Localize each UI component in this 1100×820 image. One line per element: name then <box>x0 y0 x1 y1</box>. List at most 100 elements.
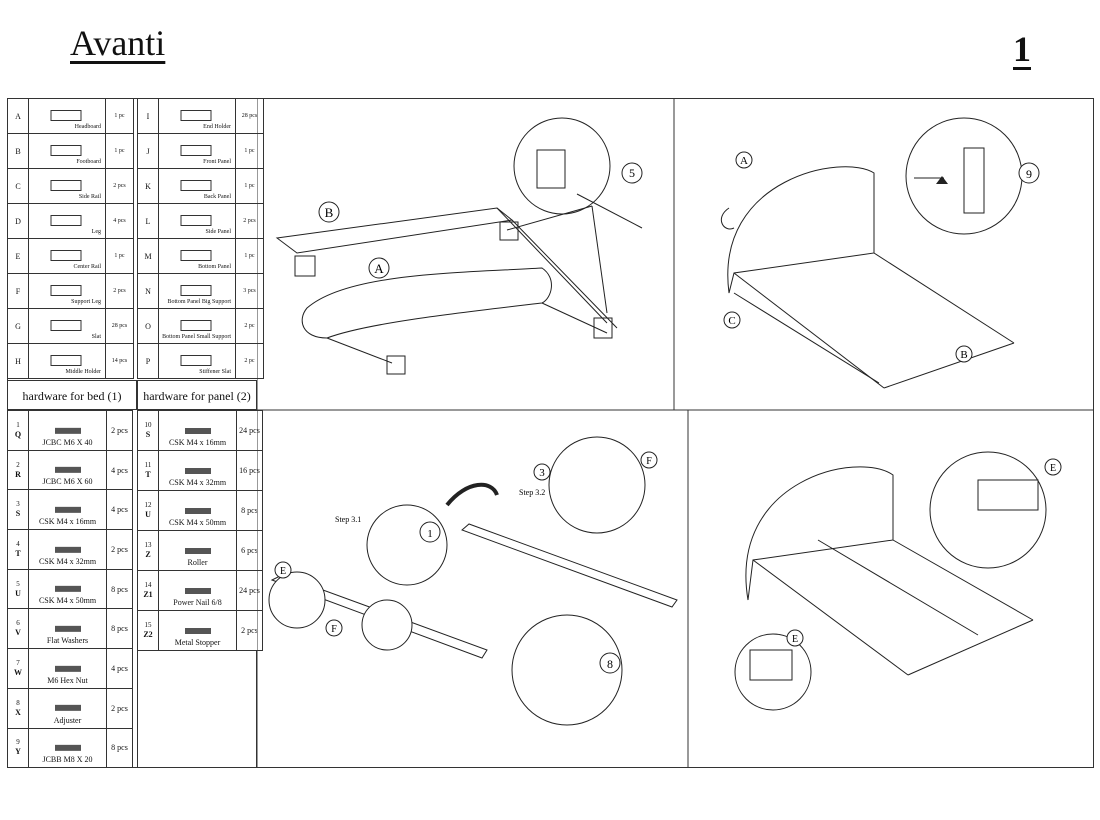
hardware-illustration: CSK M4 x 32mm <box>158 450 237 491</box>
hardware-qty: 4 pcs <box>106 489 133 531</box>
part-illustration: Support Leg <box>28 273 106 309</box>
hardware-qty: 2 pcs <box>236 610 263 651</box>
hardware-icon <box>185 427 211 434</box>
part-illustration: Headboard <box>28 98 106 134</box>
part-illustration: Center Rail <box>28 238 106 274</box>
part-icon <box>180 214 212 226</box>
part-qty: 1 pc <box>105 98 134 134</box>
part-letter: E <box>7 238 29 274</box>
part-letter: F <box>7 273 29 309</box>
hardware-name: CSK M4 x 16mm <box>38 517 97 527</box>
hardware-qty: 2 pcs <box>106 410 133 451</box>
hardware-illustration: JCBB M8 X 20 <box>28 727 107 769</box>
part-letter: L <box>137 203 159 239</box>
hardware-illustration: M6 Hex Nut <box>28 648 107 689</box>
hardware-illustration: Metal Stopper <box>158 610 237 651</box>
callout-5: 5 <box>629 166 635 180</box>
part-letter: M <box>137 238 159 274</box>
part-name: Stiffener Slat <box>199 369 231 375</box>
part-illustration: Leg <box>28 203 106 239</box>
hardware-qty: 8 pcs <box>106 727 133 769</box>
part-illustration: Back Panel <box>158 168 236 204</box>
part-row: A Headboard 1 pc <box>7 98 134 134</box>
parts-table-left: A Headboard 1 pc B Footboard 1 pc C Side… <box>7 98 134 379</box>
part-row: D Leg 4 pcs <box>7 203 134 239</box>
part-row: L Side Panel 2 pcs <box>137 203 264 239</box>
part-letter: H <box>7 343 29 379</box>
hardware-qty: 4 pcs <box>106 449 133 491</box>
part-name: Bottom Panel Small Support <box>162 334 231 340</box>
part-letter: K <box>137 168 159 204</box>
part-name: Support Leg <box>71 299 101 305</box>
hardware-illustration: CSK M4 x 16mm <box>158 410 237 451</box>
hardware-bed-heading: hardware for bed (1) <box>7 380 137 410</box>
hardware-illustration: CSK M4 x 16mm <box>28 489 107 531</box>
part-letter: P <box>137 343 159 379</box>
part-name: Side Panel <box>205 229 232 235</box>
part-row: P Stiffener Slat 2 pc <box>137 343 264 379</box>
part-illustration: Bottom Panel <box>158 238 236 274</box>
part-name: End Holder <box>203 124 231 130</box>
hardware-illustration: JCBC M6 X 40 <box>28 410 107 451</box>
part-letter: I <box>137 98 159 134</box>
hardware-illustration: Roller <box>158 530 237 571</box>
part-letter: N <box>137 273 159 309</box>
hardware-illustration: Flat Washers <box>28 608 107 650</box>
part-name: Middle Holder <box>65 369 102 375</box>
part-row: C Side Rail 2 pcs <box>7 168 134 204</box>
part-letter: B <box>7 133 29 169</box>
part-qty: 3 pcs <box>235 273 264 309</box>
label-b: B <box>960 349 967 361</box>
part-row: H Middle Holder 14 pcs <box>7 343 134 379</box>
callout-3: 3 <box>539 467 545 479</box>
diagram-step-1: 5 B A <box>257 98 674 410</box>
callout-1: 1 <box>427 528 433 540</box>
label-a: A <box>740 155 748 167</box>
part-row: J Front Panel 1 pc <box>137 133 264 169</box>
hardware-qty: 6 pcs <box>236 530 263 571</box>
hardware-icon <box>55 467 81 474</box>
label-e-top: E <box>1050 463 1056 474</box>
part-name: Back Panel <box>203 194 231 200</box>
hardware-name: JCBC M6 X 40 <box>42 437 93 447</box>
hardware-illustration: CSK M4 x 50mm <box>158 490 237 531</box>
hardware-icon <box>55 586 81 593</box>
diagram-step-2: 9 A C B <box>674 98 1094 410</box>
hardware-name: Roller <box>187 558 208 567</box>
hardware-icon <box>55 665 81 672</box>
label-e: E <box>280 566 286 577</box>
empty-cell <box>137 650 257 768</box>
part-letter: A <box>7 98 29 134</box>
part-row: K Back Panel 1 pc <box>137 168 264 204</box>
hardware-illustration: CSK M4 x 50mm <box>28 568 107 610</box>
page-number: 1 <box>1013 29 1031 69</box>
part-icon <box>180 109 212 121</box>
part-qty: 4 pcs <box>105 203 134 239</box>
hardware-icon <box>55 427 81 434</box>
part-name: Bottom Panel Big Support <box>167 299 231 305</box>
part-name: Front Panel <box>203 159 231 165</box>
part-row: F Support Leg 2 pcs <box>7 273 134 309</box>
hardware-qty: 8 pcs <box>106 568 133 610</box>
part-icon <box>180 249 212 261</box>
part-row: I End Holder 28 pcs <box>137 98 264 134</box>
